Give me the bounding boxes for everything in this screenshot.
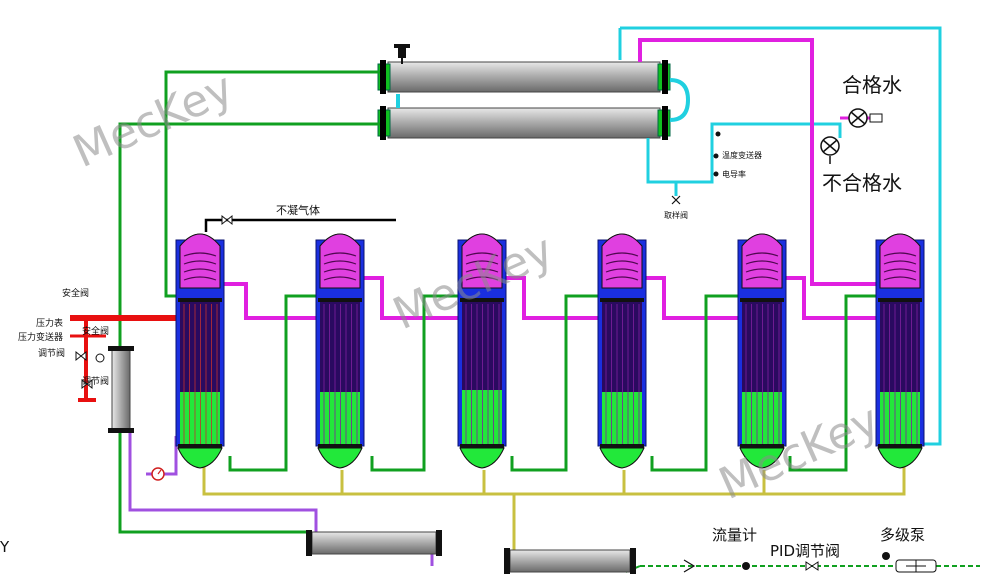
- column-liquid: [462, 390, 502, 446]
- column-liquid: [880, 392, 920, 446]
- labels: 合格水 不合格水 不凝气体 流量计 PID调节阀 多级泵 安全阀 安全阀 压力表…: [0, 73, 925, 560]
- label-pressure-transmitter: 压力变送器: [18, 331, 63, 343]
- label-noncondensable-gas: 不凝气体: [276, 203, 320, 217]
- top-condensers: [377, 44, 691, 140]
- label-conductivity: 电导率: [722, 169, 746, 179]
- label-safety-valve-1: 安全阀: [62, 287, 89, 299]
- sampling-valve-icon: [671, 195, 681, 205]
- column-1: [175, 233, 225, 469]
- pid-valve-icon: [805, 561, 819, 571]
- evaporation-columns: [175, 233, 925, 469]
- label-regulating-valve-1: 调节阀: [38, 348, 65, 359]
- column-bottom: [177, 447, 223, 469]
- label-edge-char: Y: [0, 538, 10, 556]
- column-liquid: [180, 392, 220, 446]
- column-liquid: [742, 392, 782, 446]
- condenser-bottom-right: [509, 549, 631, 573]
- qualified-water-valve-icon: [848, 108, 883, 128]
- label-sampling-valve: 取样阀: [664, 210, 688, 220]
- column-bottom: [599, 447, 645, 469]
- condenser-lower: [387, 107, 661, 139]
- unqualified-water-valve-icon: [820, 136, 840, 164]
- label-unqualified-water: 不合格水: [822, 171, 902, 195]
- column-5: [737, 233, 787, 469]
- column-bottom: [317, 447, 363, 469]
- gauge-icon: [151, 467, 165, 481]
- bottom-condensers: [306, 530, 636, 574]
- preheater: [108, 346, 134, 433]
- column-bottom: [739, 447, 785, 469]
- column-6: [875, 233, 925, 469]
- vent-valve-icon: [394, 44, 410, 64]
- label-multistage-pump: 多级泵: [880, 526, 925, 544]
- pump-icon: [882, 552, 937, 573]
- watermark-1: MecKey: [66, 63, 241, 178]
- column-bottom: [459, 447, 505, 469]
- condenser-upper: [387, 61, 661, 93]
- label-pid-valve: PID调节阀: [770, 542, 840, 560]
- label-temp-transmitter: 温度变送器: [722, 150, 762, 160]
- flowmeter-icon: [742, 562, 750, 570]
- column-liquid: [602, 392, 642, 446]
- column-3: [457, 233, 507, 469]
- label-regulating-valve-2: 调节阀: [82, 376, 109, 387]
- gas-valve-icon: [221, 214, 233, 226]
- column-4: [597, 233, 647, 469]
- check-valve-icon: [683, 559, 696, 573]
- pipe-network: [70, 26, 980, 573]
- column-bottom: [877, 447, 923, 469]
- instruments: [75, 108, 937, 573]
- label-flowmeter: 流量计: [712, 526, 757, 544]
- column-liquid: [320, 392, 360, 446]
- column-2: [315, 233, 365, 469]
- label-pressure-gauge: 压力表: [36, 317, 63, 329]
- regulating-valve-icon: [75, 350, 105, 390]
- label-qualified-water: 合格水: [842, 73, 902, 97]
- condenser-bottom-left: [311, 531, 437, 555]
- label-safety-valve-2: 安全阀: [82, 325, 109, 337]
